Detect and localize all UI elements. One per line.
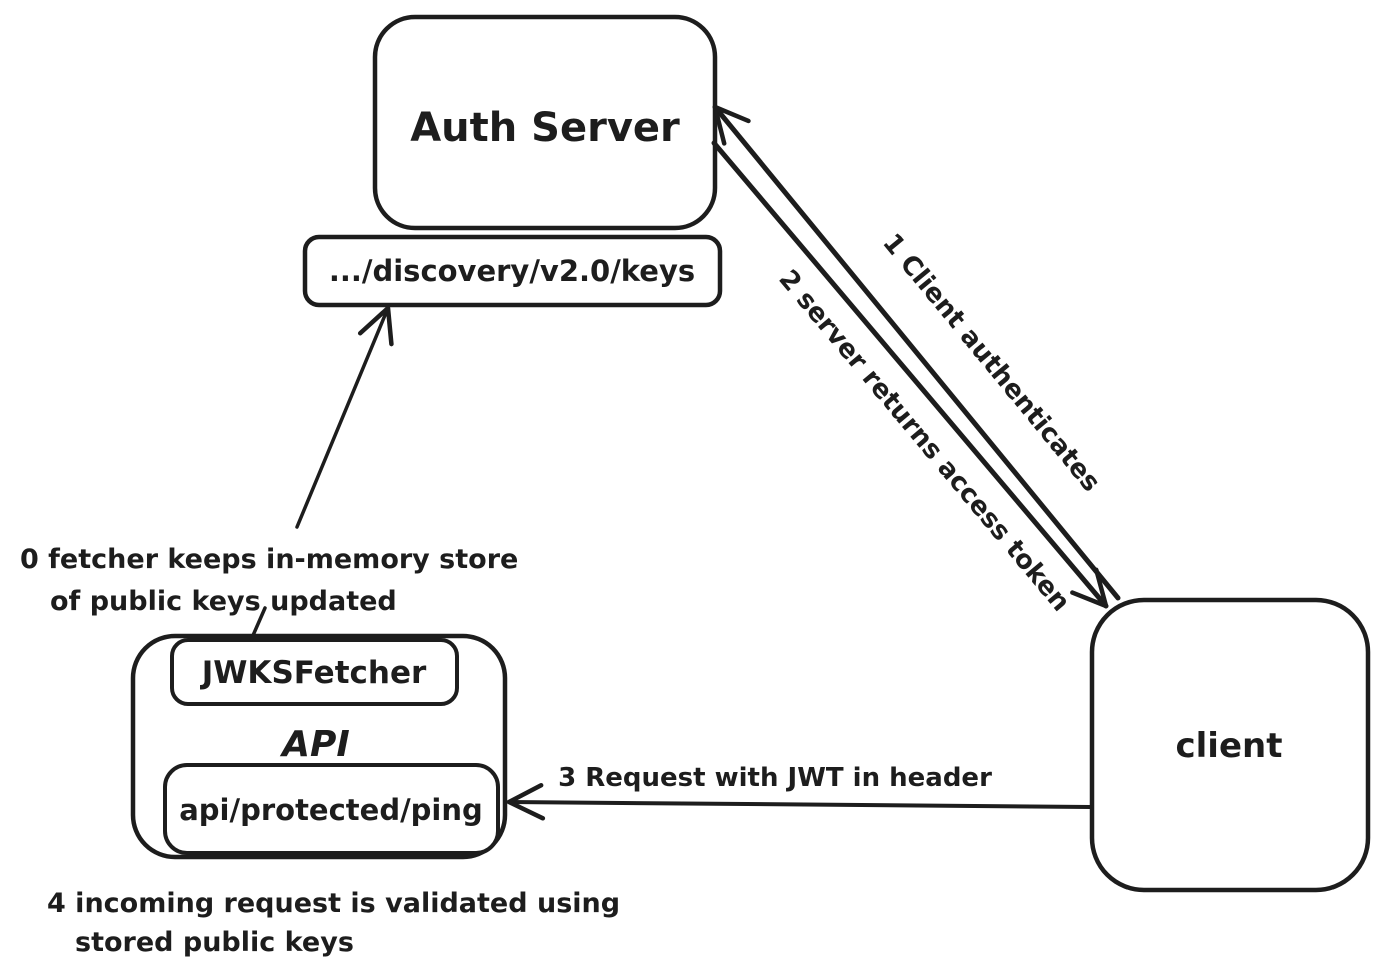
protected-endpoint-label: api/protected/ping bbox=[179, 793, 483, 827]
edge-client-authenticates-label: 1 Client authenticates bbox=[876, 228, 1106, 498]
edge-request-with-jwt-label: 3 Request with JWT in header bbox=[558, 763, 992, 793]
discovery-endpoint-box bbox=[302, 234, 723, 308]
edge-fetcher-updates-keys-line bbox=[295, 305, 394, 529]
validation-note-line2: stored public keys bbox=[75, 927, 354, 958]
fetcher-note-line2: of public keys updated bbox=[50, 586, 397, 617]
edge-client-authenticates-line bbox=[712, 104, 1121, 601]
jwks-fetcher-label: JWKSFetcher bbox=[200, 655, 427, 691]
validation-note-line1: 4 incoming request is validated using bbox=[47, 888, 620, 919]
client-box bbox=[1089, 597, 1371, 893]
edge-request-with-jwt-line bbox=[506, 783, 1092, 821]
jwks-fetcher-box bbox=[170, 638, 459, 706]
edge-server-returns-token-label: 2 server returns access token bbox=[773, 264, 1076, 617]
protected-endpoint-box bbox=[163, 763, 500, 855]
client-label: client bbox=[1176, 726, 1283, 766]
edge-server-returns-token-line bbox=[711, 140, 1109, 609]
api-label: API bbox=[279, 724, 350, 765]
discovery-endpoint-label: .../discovery/v2.0/keys bbox=[329, 254, 695, 288]
fetcher-note-line1: 0 fetcher keeps in-memory store bbox=[20, 544, 518, 575]
auth-server-label: Auth Server bbox=[410, 105, 680, 151]
edge-fetcher-note-connector-line bbox=[249, 606, 267, 642]
